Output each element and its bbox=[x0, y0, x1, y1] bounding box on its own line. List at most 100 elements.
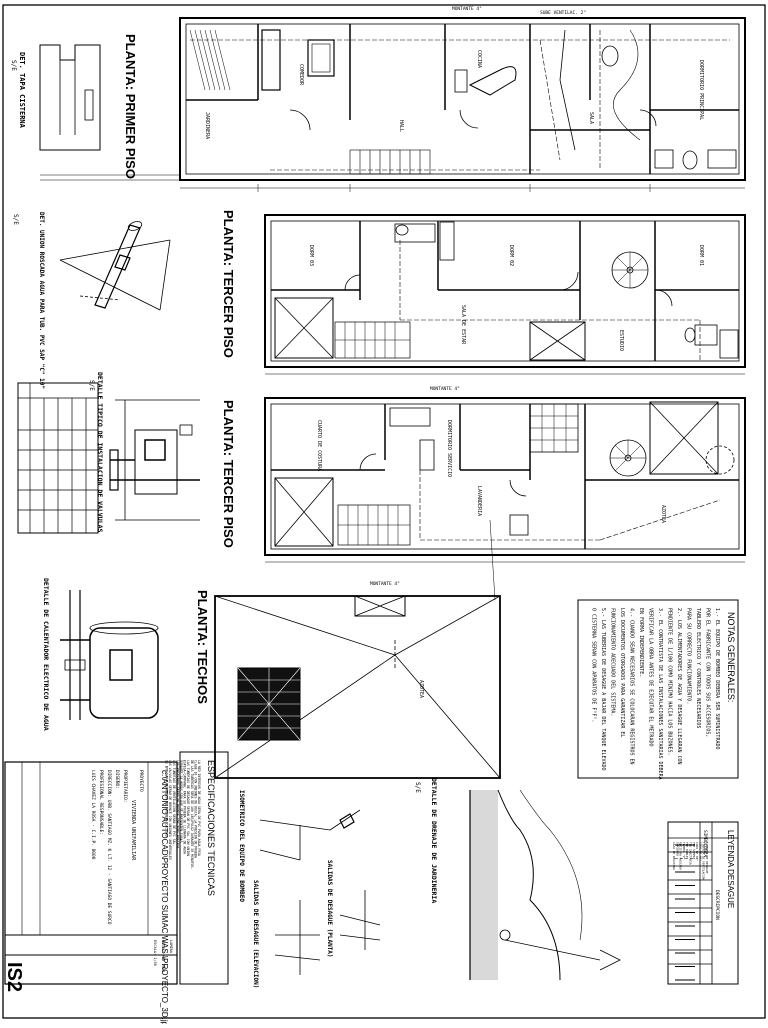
leyenda-box bbox=[667, 821, 739, 985]
detail-calentador bbox=[60, 590, 159, 720]
leyenda-row: TEE SANITARIA bbox=[689, 842, 693, 865]
titleblock-proyecto: VIVIENDA UNIFAMILIAR bbox=[130, 800, 136, 861]
detail-isometrico bbox=[259, 809, 361, 861]
room-dorm-02: DORM 02 bbox=[508, 245, 514, 266]
titleblock-line: PROPIETARIO: bbox=[122, 770, 128, 803]
nota-line: EN FORMA INDEPENDIENTE. bbox=[638, 608, 644, 677]
nota-line: 3.- EL CONTRATISTA DE LAS INSTALACIONES … bbox=[657, 608, 663, 780]
titleblock-sheet-label: ESCALA: 1/50 bbox=[153, 940, 157, 966]
leyenda-row: CAJA DE REGISTRO bbox=[672, 842, 676, 870]
notas-box bbox=[577, 599, 739, 779]
scale-drenaje: S/E bbox=[414, 782, 421, 793]
scale-valvulas: S/E bbox=[88, 380, 95, 391]
room-dormitorio-servicio: DORMITORIO SERVICIO bbox=[446, 420, 452, 477]
leyenda-row: REGISTRO ROSCADO bbox=[679, 842, 683, 870]
notas-lines: 1.- EL EQUIPO DE BOMBEO DEBERA SER SUMIN… bbox=[591, 608, 721, 780]
sheet-border bbox=[2, 4, 766, 1019]
leyenda-col-desc: DESCRIPCION bbox=[714, 890, 720, 920]
notas-title: NOTAS GENERALES: bbox=[726, 612, 736, 702]
title-valvulas: DETALLE TIPICO DE INSTALACION DE VALVULA… bbox=[96, 372, 104, 533]
especificacion-line: DE LAS TUBERIAS SERA DE 100 LBS/PULG2 DU… bbox=[190, 760, 194, 869]
leyenda-row: YEE SIMPLE bbox=[692, 842, 696, 860]
especificacion-line: LOS REGISTROS SERAN DE BRONCE CON TAPA R… bbox=[175, 760, 179, 850]
title-salidas-elevacion: SALIDAS DE DESAGUE (ELEVACION) bbox=[252, 880, 259, 988]
room-cuarto-costura: CUARTO DE COSTURA bbox=[316, 420, 322, 471]
nota-line: 1.- EL EQUIPO DE BOMBEO DEBERA SER SUMIN… bbox=[714, 608, 720, 749]
room-azotea-techo: AZOTEA bbox=[418, 680, 424, 698]
room-dorm-01: DORM 01 bbox=[698, 245, 704, 266]
room-dormitorio-principal: DORMITORIO PRINCIPAL bbox=[698, 60, 704, 120]
leyenda-title: LEYENDA DESAGUE bbox=[726, 830, 735, 908]
detail-drenaje bbox=[469, 789, 621, 981]
table-diametros bbox=[17, 382, 99, 534]
nota-line: PARA SU CORRECTO FUNCIONAMIENTO. bbox=[686, 608, 692, 704]
nota-line: FUNCIONAMIENTO ADECUADO DEL SISTEMA. bbox=[610, 608, 616, 716]
title-tercer-piso-b: PLANTA: TERCER PISO bbox=[221, 400, 236, 548]
title-techos: PLANTA: TECHOS bbox=[195, 590, 210, 704]
room-comedor: COMEDOR bbox=[298, 64, 304, 86]
especificaciones-title: ESPECIFICACIONES TECNICAS bbox=[206, 760, 216, 896]
room-jardinera: JARDINERA bbox=[204, 112, 210, 139]
titleblock-line: PROFESIONAL RESPONSABLE: bbox=[98, 770, 104, 835]
scale-union-pvc: S/E bbox=[12, 214, 19, 225]
sheet-number: IS2 bbox=[3, 962, 25, 992]
leyenda-row: TUBERIA DE VENTILACION bbox=[702, 842, 706, 881]
leyenda-row: TUBERIA DE DESAGUE bbox=[705, 842, 709, 874]
nota-line: VERIFICAR LA OBRA ANTES DE EJECUTAR EL M… bbox=[648, 608, 654, 746]
plan-primer-piso bbox=[179, 17, 746, 192]
room-hall: HALL bbox=[398, 120, 404, 132]
titleblock-lines: PROPIETARIO:DISEÑO:DIRECCION: URB. SANTI… bbox=[90, 770, 128, 925]
note-montante-mid: MONTANTE 4" bbox=[430, 386, 460, 392]
titleblock-sheet-label: FECHA: MAY 2005 bbox=[161, 940, 165, 972]
titleblock-file-path: c:\ANTONIO AUTOCAD\PROYECTO SUMAC WASI\P… bbox=[160, 770, 169, 1024]
room-sala: SALA bbox=[588, 112, 594, 124]
especificacion-line: SE EMPLEARA PEGAMENTO DE PRIMERA CALIDAD… bbox=[165, 760, 169, 839]
room-lavanderia: LAVANDERIA bbox=[476, 486, 482, 516]
title-drenaje: DETALLE DE DRENAJE DE JARDINERIA bbox=[430, 778, 438, 903]
especificacion-line: LAS VALVULAS SERAN DE BRONCE CON UNIONES… bbox=[168, 760, 172, 860]
detail-union-pvc bbox=[59, 221, 171, 311]
plan-tercer-piso-b bbox=[264, 397, 746, 563]
room-dorm-03: DORM 03 bbox=[308, 245, 314, 266]
detail-valvulas bbox=[109, 399, 200, 521]
title-primer-piso: PLANTA: PRIMER PISO bbox=[123, 34, 138, 179]
titleblock-line: DIRECCION: URB. SANTIAGO MZ. K LT. 12 - … bbox=[106, 770, 112, 925]
room-cocina: COCINA bbox=[476, 50, 482, 68]
especificacion-line: DURANTE 24 HORAS SIN QUE SE PRESENTEN FU… bbox=[179, 760, 183, 845]
room-sala-estar: SALA DE ESTAR bbox=[460, 305, 466, 345]
nota-line: O CISTERNA SERAN CON APARATOS DE F°F°. bbox=[591, 608, 597, 722]
detail-tapa-cisterna bbox=[39, 44, 180, 181]
nota-line: 2.- LOS ALIMENTADORES DE AGUA Y DESAGUE … bbox=[676, 608, 682, 765]
scale-tapa-cisterna: S/E bbox=[10, 60, 17, 71]
plan-tercer-piso-a bbox=[264, 214, 746, 375]
title-tapa-cisterna: DET. TAPA CISTERNA bbox=[18, 52, 26, 129]
leyenda-row: YEE DOBLE bbox=[685, 842, 689, 858]
especificacion-line: LAS TUBERIAS DE VENTILACION SERAN DE PVC… bbox=[172, 760, 176, 846]
especificaciones-box bbox=[179, 751, 229, 985]
title-block bbox=[4, 761, 178, 985]
title-tercer-piso-a: PLANTA: TERCER PISO bbox=[221, 210, 236, 358]
leyenda-row: CODO DE 90° bbox=[695, 842, 699, 861]
title-isometrico: ISOMETRICO DEL EQUIPO DE BOMBEO bbox=[238, 790, 245, 902]
nota-line: LOS DOCUMENTOS OTORGADOS PARA GARANTIZAR… bbox=[619, 608, 625, 737]
detail-salidas bbox=[274, 890, 381, 975]
leyenda-row: CODO DE 45° bbox=[698, 842, 702, 861]
nota-line: TABLERO ELECTRICO Y CONTROLES NECESARIOS bbox=[695, 608, 701, 728]
nota-line: POR EL FABRICANTE CON TODOS SUS ACCESORI… bbox=[705, 608, 711, 737]
nota-line: 4.- CUANDO SEAN NECESARIOS SE COLOCARAN … bbox=[629, 608, 635, 765]
room-azotea: AZOTEA bbox=[660, 505, 666, 523]
title-salidas-planta: SALIDAS DE DESAGUE (PLANTA) bbox=[326, 860, 333, 958]
title-calentador: DETALLE DE CALENTADOR ELECTRICO DE AGUA bbox=[42, 578, 50, 731]
leyenda-row: SUMIDERO bbox=[675, 842, 679, 856]
titleblock-line: DISEÑO: bbox=[114, 770, 121, 789]
titleblock-proyecto-label: PROYECTO bbox=[138, 770, 144, 792]
especificacion-line: LAS TUBERIAS DE DESAGUE SERAN DE PVC SAL… bbox=[186, 760, 190, 856]
especificacion-line: ESPIGA-CAMPANA; PARA SU PRUEBA SE LLENAR… bbox=[183, 760, 187, 854]
room-estudio: ESTUDIO bbox=[618, 330, 624, 351]
especificacion-line: CLASE 10 CON UNIONES DE ROSCA; LA PRESIO… bbox=[193, 760, 197, 858]
nota-line: PENDIENTE DE 1/100 COMO MINIMO HACIA LOS… bbox=[667, 608, 673, 756]
